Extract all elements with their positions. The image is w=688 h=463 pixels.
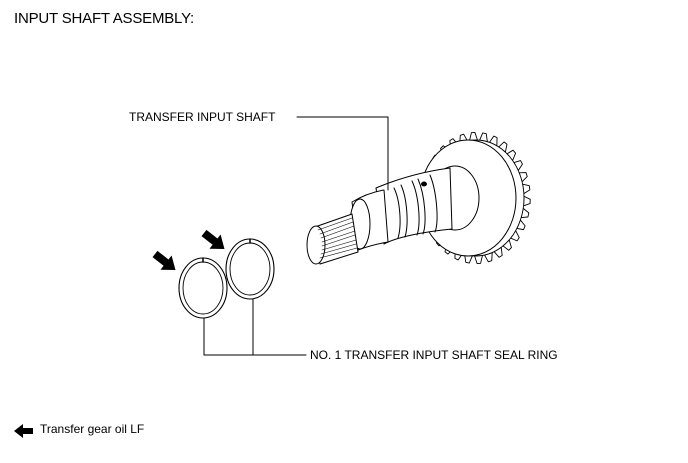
transfer-input-shaft bbox=[306, 132, 531, 265]
page-title: INPUT SHAFT ASSEMBLY: bbox=[14, 10, 195, 27]
seal-ring-callout-label: NO. 1 TRANSFER INPUT SHAFT SEAL RING bbox=[310, 348, 558, 362]
gear-tooth bbox=[474, 255, 483, 264]
shaft-large-section bbox=[375, 167, 453, 245]
legend-label: Transfer gear oil LF bbox=[40, 422, 145, 436]
shaft-leader-line bbox=[296, 116, 389, 191]
shaft-groove-1 bbox=[393, 187, 401, 239]
shaft-callout-label: TRANSFER INPUT SHAFT bbox=[129, 110, 276, 124]
oil-hole bbox=[421, 181, 427, 187]
oil-arrow-icon bbox=[152, 250, 176, 271]
shaft-groove-4 bbox=[417, 178, 426, 235]
spline-teeth bbox=[317, 217, 358, 259]
gear-tooth bbox=[469, 132, 478, 141]
seal-ring-rear bbox=[225, 238, 275, 300]
seal-ring-front bbox=[178, 257, 228, 319]
arrow-left-icon bbox=[14, 424, 33, 438]
oil-arrow-icon bbox=[201, 229, 225, 250]
shaft-groove-2 bbox=[400, 184, 408, 238]
ring-leader-line bbox=[203, 298, 254, 356]
gear-tooth bbox=[523, 195, 531, 207]
shaft-groove-3 bbox=[411, 180, 420, 236]
shaft-groove-5 bbox=[429, 174, 438, 233]
spline-end-face bbox=[306, 225, 326, 265]
